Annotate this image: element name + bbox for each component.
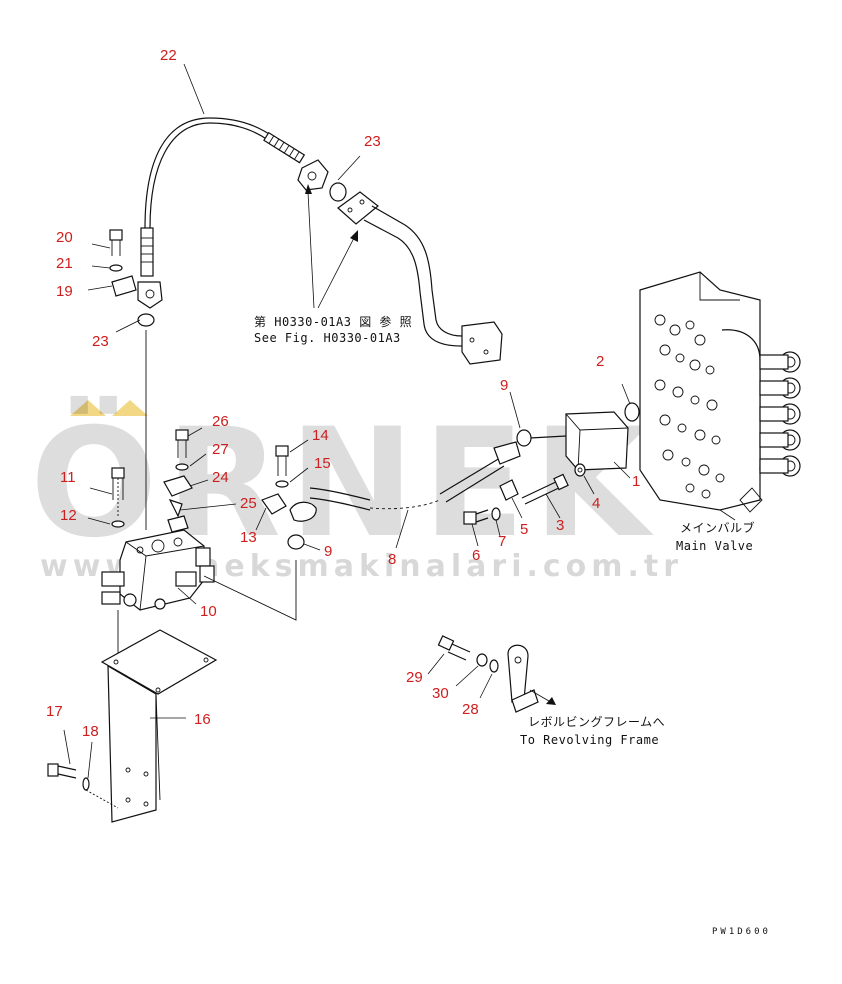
washer-7 (491, 507, 501, 521)
drawing-code: PW1D600 (712, 927, 771, 937)
washer-15 (275, 480, 289, 488)
part-number-9: 9 (500, 377, 508, 394)
main-valve (639, 271, 801, 521)
part-number-24: 24 (212, 469, 229, 486)
main-valve-label-jp: メインバルブ (680, 520, 755, 535)
main-valve-label-en: Main Valve (676, 539, 753, 553)
bolt-14 (275, 445, 289, 476)
part-number-20: 20 (56, 229, 73, 246)
reference-arrows (305, 184, 358, 309)
part-number-23: 23 (92, 333, 109, 350)
part-number-3: 3 (556, 517, 564, 534)
reference-note-en: See Fig. H0330-01A3 (254, 331, 401, 345)
part-number-16: 16 (194, 711, 211, 728)
revolving-frame-label-jp: レボルビングフレームへ (528, 715, 665, 729)
part-number-17: 17 (46, 703, 63, 720)
o-ring-9a (516, 429, 532, 447)
clamp-13 (261, 493, 287, 515)
clamp-19 (111, 275, 137, 297)
bolt-3 (521, 473, 569, 505)
part-number-8: 8 (388, 551, 396, 568)
bracket-24 (163, 475, 193, 497)
part-number-11: 11 (60, 469, 76, 486)
part-number-29: 29 (406, 669, 423, 686)
part-number-27: 27 (212, 441, 229, 458)
main-valve-spools (759, 351, 801, 477)
reference-note-jp: 第 H0330-01A3 図 参 照 (254, 314, 412, 329)
part-number-30: 30 (432, 685, 449, 702)
clamp-5 (499, 479, 519, 501)
connection-line (203, 560, 297, 621)
part-number-1: 1 (632, 473, 640, 490)
washer-28 (489, 659, 499, 673)
washer-4 (574, 463, 586, 477)
bolt-29 (437, 635, 471, 661)
part-number-25: 25 (240, 495, 257, 512)
block-1 (529, 411, 629, 471)
part-number-28: 28 (462, 701, 479, 718)
o-ring-2 (624, 402, 640, 422)
part-number-5: 5 (520, 521, 528, 538)
bolt-17 (47, 763, 77, 779)
part-number-13: 13 (240, 529, 257, 546)
part-number-23: 23 (364, 133, 381, 150)
part-number-2: 2 (596, 353, 604, 370)
part-number-10: 10 (200, 603, 217, 620)
control-lever (329, 182, 503, 365)
part-number-14: 14 (312, 427, 329, 444)
part-number-26: 26 (212, 413, 229, 430)
washer-21 (109, 264, 123, 272)
o-ring-9b (287, 534, 305, 550)
part-labels: 22 23 23 20 21 19 26 27 24 25 14 15 11 1… (46, 47, 640, 740)
bolt-20 (109, 229, 123, 256)
main-valve-ports (654, 314, 725, 499)
part-number-12: 12 (60, 507, 77, 524)
part-number-6: 6 (472, 547, 480, 564)
part-number-19: 19 (56, 283, 73, 300)
pipe-8 (289, 441, 521, 522)
part-number-22: 22 (160, 47, 177, 64)
washer-12 (111, 520, 125, 528)
part-number-9: 9 (324, 543, 332, 560)
watermark-accent-left (70, 400, 106, 416)
watermark-accent-right (112, 400, 148, 416)
bolt-26 (175, 429, 189, 458)
o-ring-23 (137, 313, 155, 327)
washer-18 (82, 777, 90, 791)
part-number-21: 21 (56, 255, 73, 272)
part-number-4: 4 (592, 495, 600, 512)
part-number-18: 18 (82, 723, 99, 740)
leader-lines (63, 63, 631, 779)
revolving-frame-bracket (507, 644, 556, 713)
part-number-7: 7 (498, 533, 506, 550)
bracket-16 (100, 629, 218, 823)
bolt-6 (463, 509, 489, 525)
cable-assembly (137, 117, 329, 309)
part-number-15: 15 (314, 455, 331, 472)
text-labels: 第 H0330-01A3 図 参 照 See Fig. H0330-01A3 メ… (254, 314, 771, 937)
washer-27 (175, 463, 189, 471)
pilot-valve (101, 515, 215, 611)
washer-30 (476, 653, 488, 667)
revolving-frame-label-en: To Revolving Frame (520, 733, 659, 747)
bolt-11 (111, 467, 125, 518)
